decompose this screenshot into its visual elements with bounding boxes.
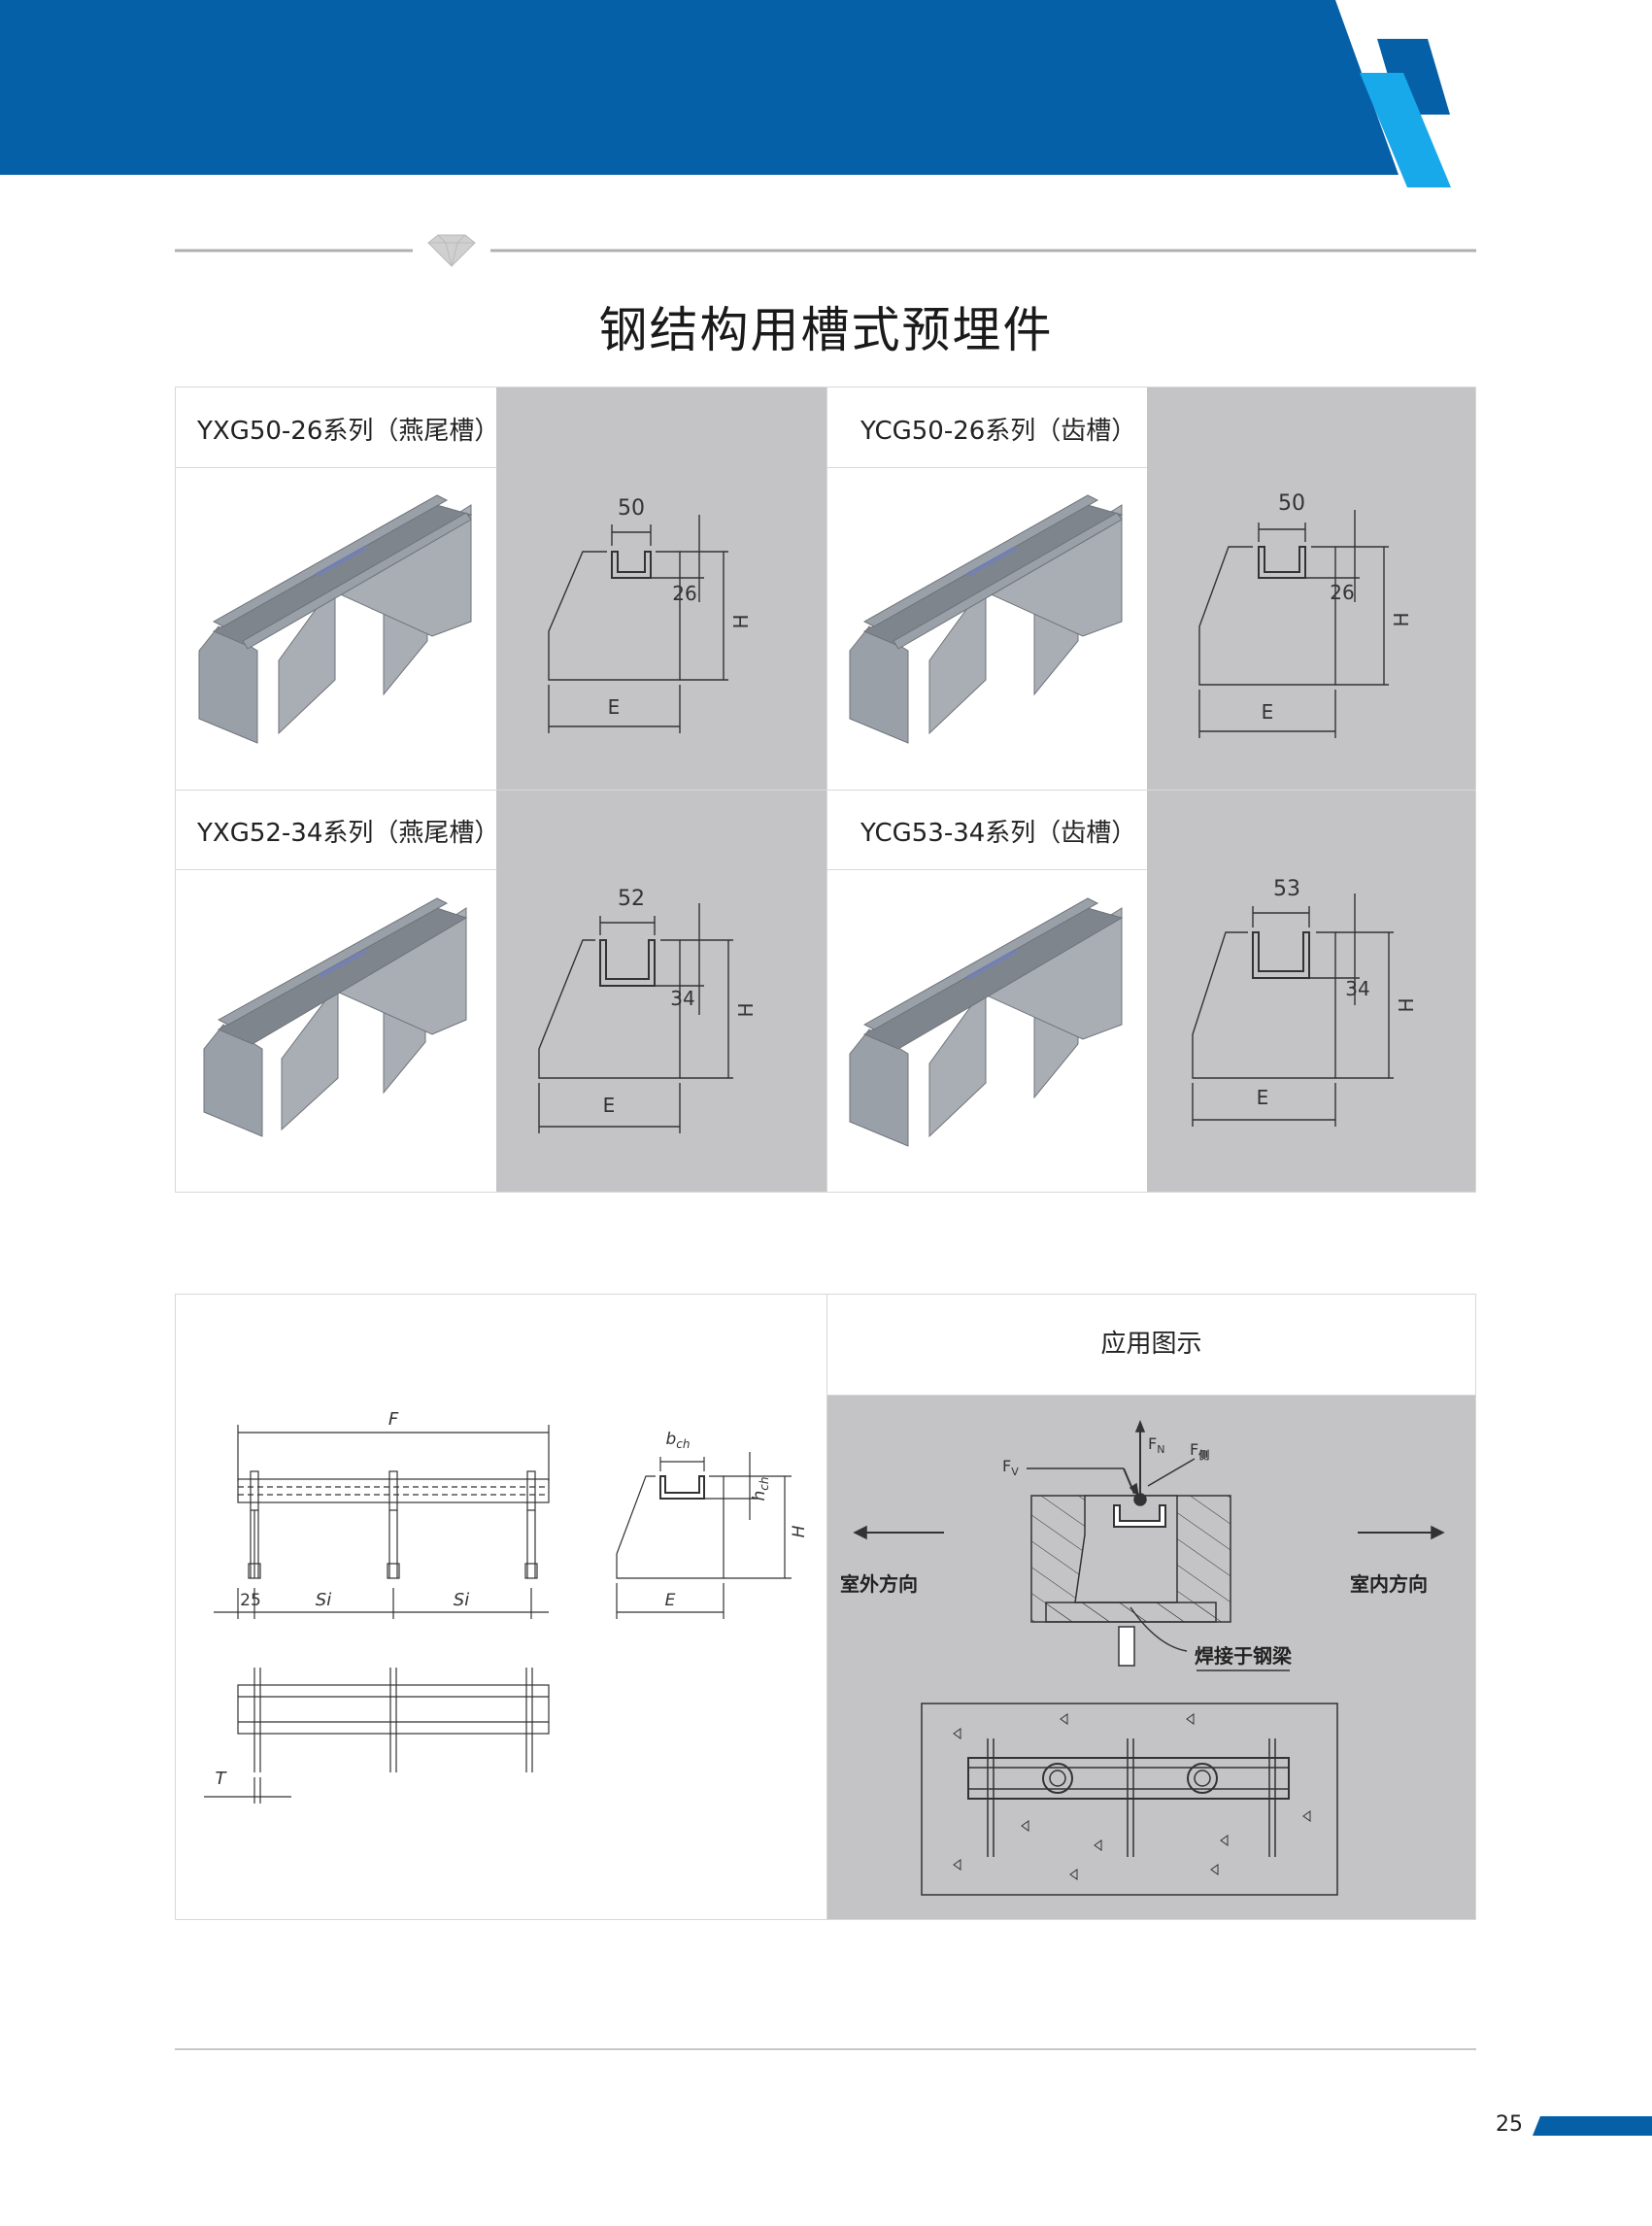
page-number: 25 (1496, 2112, 1523, 2137)
profile-drawing: 50 26 H E (1198, 491, 1413, 738)
dim-width-label: 50 (618, 496, 645, 521)
dim-e-label: E (1257, 1086, 1269, 1109)
channel-3d-render (203, 897, 468, 1137)
product-name: YXG50-26系列（燕尾槽） (197, 417, 500, 446)
dim-offset-label: 25 (240, 1591, 261, 1610)
dim-width-label: 53 (1273, 877, 1300, 901)
dim-h-label: H (1395, 997, 1418, 1012)
dim-e-label: E (1262, 700, 1274, 724)
dim-depth-label: 26 (1330, 581, 1354, 604)
banner-stripe-light (1360, 73, 1451, 187)
dim-depth-label: 34 (1345, 977, 1369, 1000)
dim-e-label: E (665, 1591, 676, 1610)
dim-depth-label: 34 (670, 987, 694, 1010)
profile-drawing: 52 34 H E (538, 887, 758, 1133)
product-name: YCG53-34系列（齿槽） (860, 819, 1137, 848)
assembly-drawing: F 25 Si Si T (204, 1409, 550, 1804)
dim-bch-label: bch (666, 1430, 691, 1451)
application-diagram: FN FV F侧 室外方向 室内方向 焊接于钢梁 (840, 1419, 1445, 1896)
dim-h-label: H (734, 1002, 758, 1017)
dim-si-label: Si (316, 1590, 331, 1610)
dim-width-label: 50 (1278, 491, 1305, 516)
dim-depth-label: 26 (672, 582, 696, 605)
title-rule (175, 234, 1476, 267)
channel-3d-render (198, 494, 473, 744)
dim-h-label: H (790, 1525, 809, 1537)
dim-h-label: H (729, 614, 753, 628)
dim-width-label: 52 (618, 887, 645, 911)
force-fs-label: F侧 (1190, 1440, 1209, 1462)
force-fv-label: FV (1002, 1457, 1019, 1478)
dim-si-label: Si (454, 1590, 469, 1610)
weld-label: 焊接于钢梁 (1195, 1644, 1293, 1668)
channel-profile-detail: bch hch H E (616, 1430, 809, 1619)
application-header: 应用图示 (1100, 1330, 1202, 1359)
product-name: YXG52-34系列（燕尾槽） (197, 819, 500, 848)
channel-3d-render (849, 897, 1124, 1147)
profile-drawing: 53 34 H E (1192, 877, 1418, 1127)
product-name: YCG50-26系列（齿槽） (860, 417, 1137, 446)
force-fn-label: FN (1148, 1434, 1164, 1456)
page-title: 钢结构用槽式预埋件 (598, 302, 1054, 358)
channel-3d-render (849, 494, 1124, 744)
indoor-label: 室内方向 (1350, 1572, 1428, 1596)
footer-rule (175, 2048, 1476, 2050)
dim-t-label: T (216, 1769, 228, 1789)
page-tab-bar (1533, 2116, 1652, 2136)
dim-h-label: H (1390, 612, 1413, 626)
dim-f-label: F (388, 1409, 399, 1430)
dim-e-label: E (608, 695, 621, 719)
diamond-icon (427, 234, 476, 267)
dim-e-label: E (603, 1094, 616, 1117)
dim-hch-label: hch (750, 1477, 771, 1501)
header-banner (0, 0, 1451, 187)
outdoor-label: 室外方向 (840, 1572, 918, 1596)
profile-drawing: 50 26 H E (548, 496, 753, 733)
